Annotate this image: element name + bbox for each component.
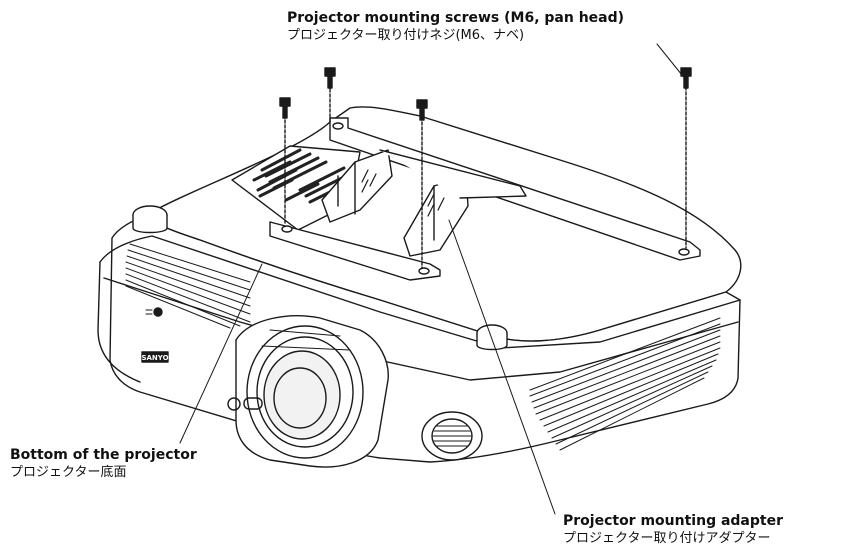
callout-mounting-adapter-ja: プロジェクター取り付けアダプター: [563, 530, 771, 546]
screw-icon: [680, 67, 692, 249]
mounting-screws: [279, 67, 692, 269]
callout-mounting-adapter: Projector mounting adapter プロジェクター取り付けアダ…: [563, 513, 783, 547]
adjustable-foot-right: [476, 324, 508, 351]
callout-projector-bottom-en: Bottom of the projector: [10, 447, 197, 463]
svg-text:SANYO: SANYO: [141, 354, 168, 362]
callout-projector-bottom: Bottom of the projector プロジェクター底面: [10, 447, 197, 481]
front-vents: [125, 243, 721, 451]
callout-mounting-screws-en: Projector mounting screws (M6, pan head): [287, 10, 625, 26]
leader-lines: [179, 43, 687, 515]
brand-logo: SANYO: [141, 351, 169, 363]
remote-sensor-icon: [145, 307, 163, 317]
screw-icon: [324, 67, 336, 123]
adjustable-foot-left: [132, 205, 168, 234]
callout-mounting-screws-ja: プロジェクター取り付けネジ(M6、ナベ): [287, 27, 525, 43]
front-grille: [421, 411, 483, 461]
callout-mounting-screws: Projector mounting screws (M6, pan head)…: [287, 10, 624, 44]
screw-icon: [279, 97, 291, 225]
indicator-pill-icon: [243, 397, 263, 410]
screw-icon: [416, 99, 428, 269]
callout-projector-bottom-ja: プロジェクター底面: [10, 464, 127, 480]
sensor-circle-icon: [227, 397, 241, 411]
projector-lens: [235, 315, 389, 468]
callout-mounting-adapter-en: Projector mounting adapter: [563, 513, 783, 529]
